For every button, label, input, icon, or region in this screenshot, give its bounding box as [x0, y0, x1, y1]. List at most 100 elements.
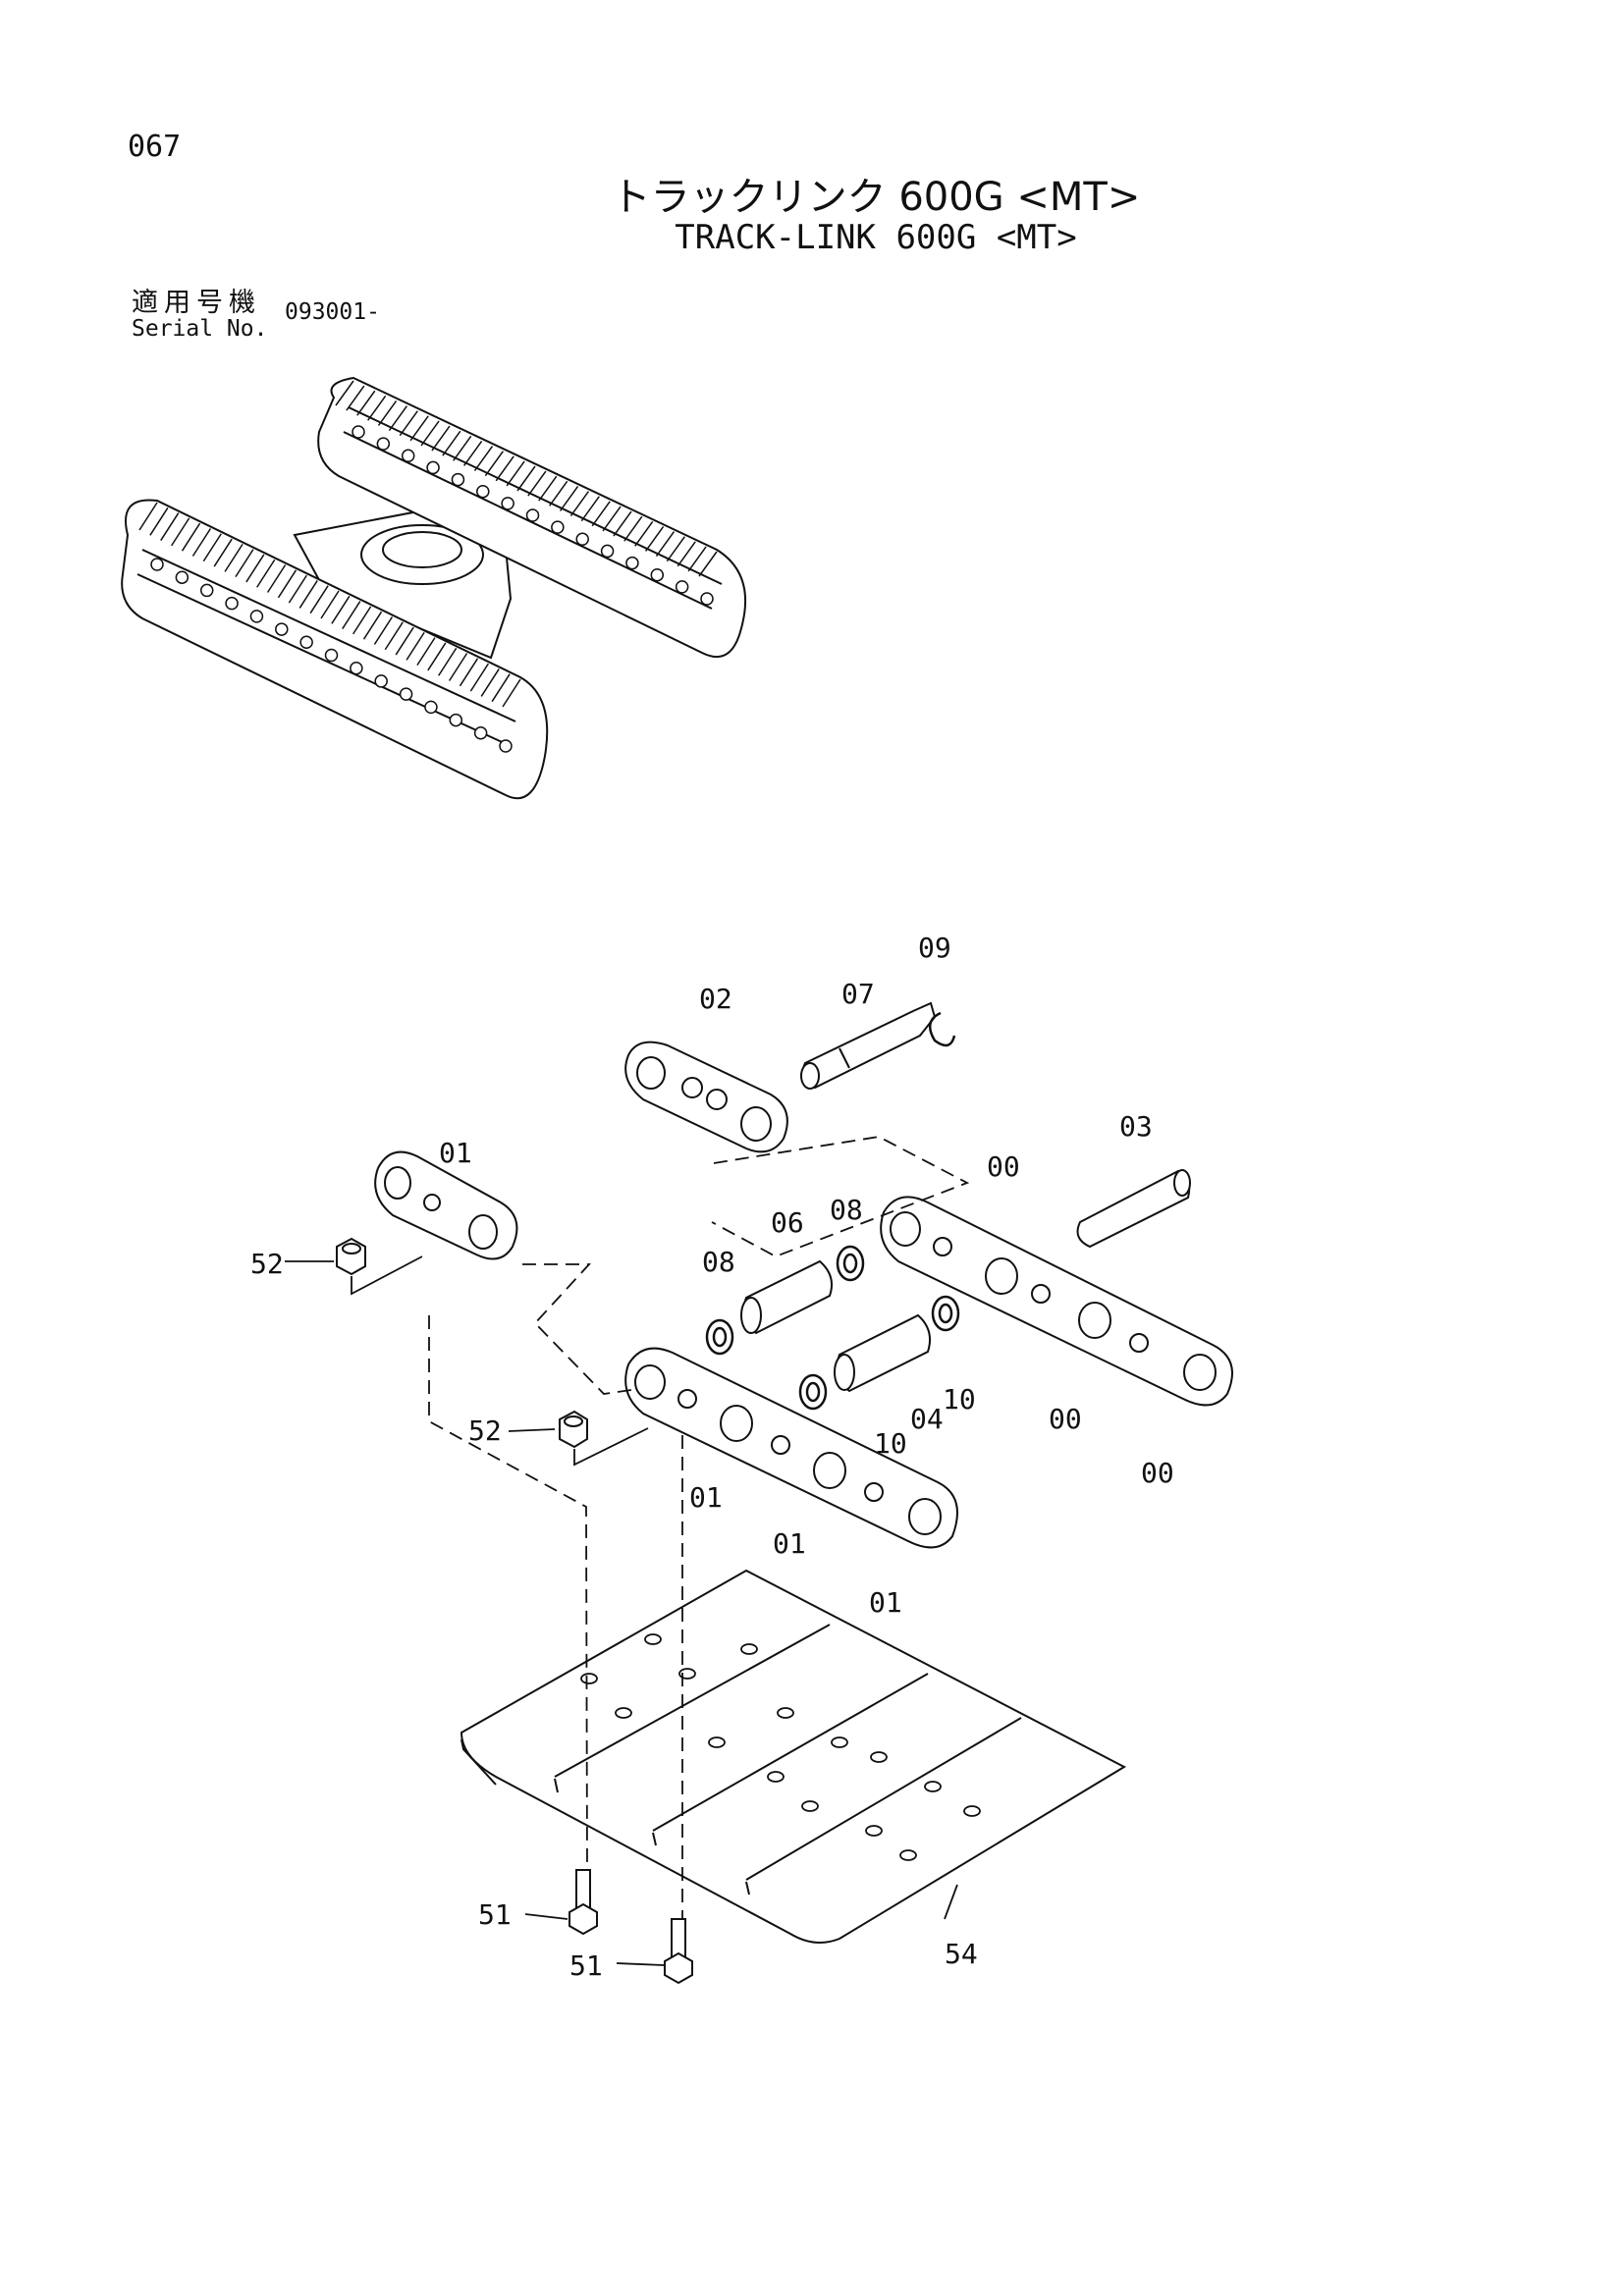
shoe-rib	[677, 541, 696, 567]
assembly-lines	[428, 1136, 970, 1919]
undercarriage-illustration	[121, 376, 747, 800]
roller	[299, 635, 313, 650]
shoe-rib	[442, 430, 461, 456]
callout-00: 00	[1049, 1403, 1082, 1435]
callout-01: 01	[439, 1137, 472, 1169]
track-link-chain-right	[880, 1196, 1233, 1407]
shoe-rib	[623, 515, 643, 542]
callout-54: 54	[945, 1938, 978, 1970]
shoe-rib	[431, 425, 451, 452]
bolt-hole	[740, 1643, 758, 1655]
shoe-rib	[538, 475, 558, 502]
bolt-hole	[924, 1781, 942, 1792]
shoe-rib	[256, 559, 276, 588]
shoe-rib	[288, 574, 307, 604]
track-rollers	[150, 425, 714, 753]
shoe-bolt-holes	[580, 1633, 981, 1861]
roller	[399, 687, 413, 701]
shoe-rib	[655, 531, 676, 557]
shoe-rib	[298, 580, 318, 609]
shoe-rib	[613, 510, 632, 537]
shoe-rib	[171, 517, 190, 547]
callout-01: 01	[869, 1586, 902, 1619]
bolt-hole	[801, 1800, 819, 1812]
roller	[374, 674, 388, 688]
shoe-rib	[491, 673, 511, 703]
shoe-rib	[149, 507, 169, 536]
single-track-link	[374, 1150, 518, 1260]
serial-label-japanese: 適用号機	[132, 288, 261, 318]
shoe-rib	[213, 538, 233, 567]
bolt-hole	[865, 1825, 883, 1837]
bolt-hole	[899, 1849, 917, 1861]
shoe-rib	[395, 626, 414, 656]
shoe-rib	[377, 400, 398, 426]
roller	[575, 532, 589, 547]
shoe-rib	[384, 621, 404, 651]
callout-08: 08	[702, 1246, 735, 1278]
shoe-rib	[181, 522, 201, 552]
shoe-rib	[191, 528, 212, 557]
bolt-hole	[580, 1673, 598, 1684]
callout-01: 01	[773, 1527, 806, 1560]
callout-10: 10	[943, 1383, 976, 1415]
callout-04: 04	[910, 1403, 944, 1435]
shoe-rib	[160, 512, 180, 541]
track-link-chain-left	[624, 1347, 958, 1549]
shoe-rib	[320, 590, 340, 619]
callout-02: 02	[699, 983, 732, 1015]
shoe-rib	[416, 637, 436, 667]
shoe-rib	[266, 564, 287, 593]
callout-06: 06	[771, 1206, 804, 1239]
shoe-rib	[352, 606, 372, 635]
roller	[150, 558, 164, 571]
bolt-hole	[708, 1736, 726, 1748]
shoe-rib	[462, 440, 483, 466]
shoe-bolt	[568, 1869, 693, 1985]
leader-lines	[285, 1255, 958, 1966]
shoe-rib	[409, 415, 429, 442]
shoe-rib	[277, 569, 298, 599]
shoe-rib	[502, 678, 521, 708]
track-pin-long	[1076, 1169, 1191, 1249]
shoe-rib	[245, 554, 265, 583]
shoe-rib	[362, 611, 383, 640]
shoe-rib	[235, 549, 254, 578]
bolt-hole	[963, 1805, 981, 1817]
serial-label-english: Serial No.	[132, 316, 268, 342]
roller	[499, 739, 513, 753]
shoe-rib	[644, 525, 665, 552]
roller	[249, 610, 264, 623]
bolt-hole	[678, 1668, 696, 1680]
roller	[376, 437, 391, 451]
shoe-rib	[698, 551, 718, 577]
callout-51: 51	[569, 1949, 603, 1982]
shoe-rib	[666, 536, 685, 562]
roller	[600, 544, 615, 559]
callout-08: 08	[830, 1194, 863, 1226]
shoe-rib	[346, 385, 365, 411]
shoe-rib	[448, 653, 468, 681]
callout-09: 09	[918, 932, 951, 964]
roller	[625, 556, 639, 570]
shoe-rib	[342, 601, 361, 629]
roller	[352, 425, 365, 439]
callout-52: 52	[468, 1415, 502, 1447]
shoe-rib	[687, 546, 707, 572]
roller	[426, 460, 440, 475]
shoe-rib	[480, 668, 500, 697]
roller	[476, 484, 490, 499]
callouts: 09 02 07 03 01 00 08 06 08 52 52 10 04 1…	[250, 932, 1174, 1982]
callout-01: 01	[689, 1481, 723, 1514]
roller	[350, 661, 363, 675]
shoe-rib	[469, 663, 489, 692]
roller	[275, 622, 289, 636]
serial-number: 093001-	[285, 299, 380, 325]
shoe-rib	[309, 585, 329, 614]
shoe-rib	[388, 405, 408, 432]
roller	[501, 497, 514, 510]
bolt-hole	[777, 1707, 794, 1719]
shoe-rib	[331, 595, 351, 624]
shoe-rib	[559, 486, 579, 511]
